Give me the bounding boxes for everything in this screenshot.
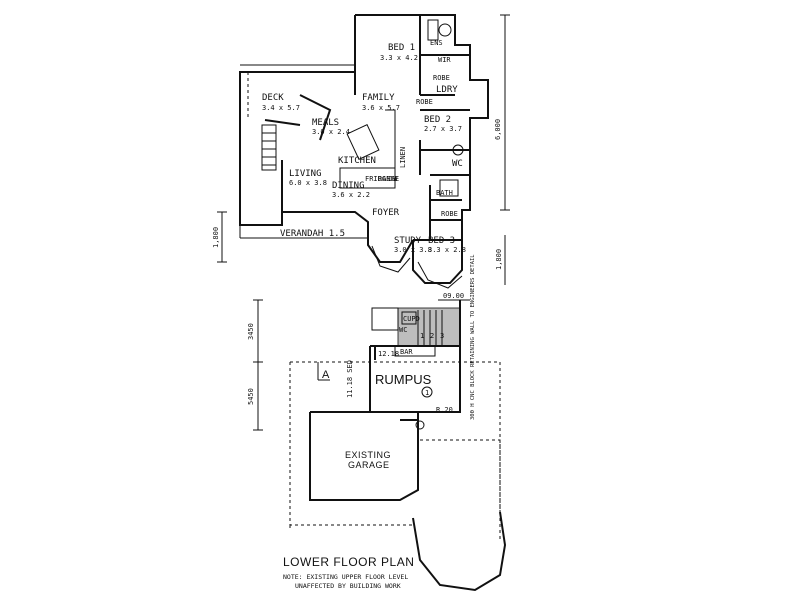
tread-label-2: 2: [430, 332, 434, 340]
room-label-bed1: BED 1: [388, 43, 415, 53]
retaining-wall-note: 300 H CNC BLOCK RETAINING WALL TO ENGINE…: [470, 254, 476, 420]
room-label-robe1: ROBE: [433, 74, 450, 82]
tread-label-3: 3: [440, 332, 444, 340]
dim-lower-top: 09.00: [443, 292, 464, 300]
lower-dim-left: [253, 299, 263, 431]
lower-floor-plan: CUPD RUMPUS 1 BAR EXISTING GARAGE A WC R…: [247, 254, 507, 592]
lower-stair-core: [397, 307, 461, 347]
room-label-bath: BATH: [436, 189, 453, 197]
lower-entry-stairs: [371, 307, 399, 331]
room-label-bar: BAR: [400, 348, 413, 356]
upper-floor-outline-dashed: [289, 361, 501, 540]
lower-stair-treads: [417, 310, 443, 346]
appliance-fridge: FRIDGE: [365, 175, 390, 183]
tread-label-1: 1: [420, 332, 424, 340]
room-label-ldry: LDRY: [436, 85, 458, 95]
appliance-range: RANGE: [378, 175, 399, 183]
room-size-dining: 3.6 x 2.2: [332, 191, 370, 199]
room-label-living: LIVING: [289, 169, 322, 179]
study-bay-window: [371, 245, 411, 273]
room-size-deck: 3.4 x 5.7: [262, 104, 300, 112]
cupd-box: [401, 311, 417, 325]
label-r120: R.20: [436, 406, 453, 414]
room-size-study: 3.0 x 3.8: [394, 246, 432, 254]
ens-toilet: [427, 19, 439, 41]
kitchen-island: [346, 123, 380, 161]
dim-upper-left: 1,800: [212, 227, 220, 248]
bar-counter: [394, 345, 436, 357]
upper-dim-right: [500, 14, 510, 211]
bath-tub: [439, 179, 459, 197]
rumpus-tag-circle: [421, 386, 433, 398]
kitchen-bench: [339, 109, 396, 189]
upper-interior-walls: [264, 15, 470, 241]
dim-upper-lower-right: 1,800: [495, 249, 503, 270]
room-label-study: STUDY: [394, 236, 422, 246]
room-size-bed1: 3.3 x 4.2: [380, 54, 418, 62]
section-marker-label: A: [322, 369, 330, 381]
dim-vertical-a: 11.18 SED: [346, 360, 354, 398]
dim-lower-mid-left: 5450: [247, 388, 255, 405]
room-label-wir: WIR: [438, 56, 451, 64]
wc-pan: [452, 144, 464, 156]
lower-bay-window: [412, 511, 507, 592]
upper-dim-left: [217, 211, 227, 263]
upper-stairs: [261, 124, 277, 171]
section-marker: [317, 362, 330, 381]
room-label-bed2: BED 2: [424, 115, 451, 125]
plan-note-line2: UNAFFECTED BY BUILDING WORK: [295, 582, 401, 590]
garage-label-line1: EXISTING: [345, 450, 391, 460]
dim-lower-top-left: 3450: [247, 323, 255, 340]
bed3-bay-window: [417, 261, 463, 289]
dim-upper-right: 6,000: [494, 119, 502, 140]
room-label-bed3: BED 3: [428, 236, 455, 246]
garage-walls: [309, 411, 419, 501]
upper-floor-plan: BED 1 3.3 x 4.2 ENS WIR ROBE LDRY ROBE D…: [212, 14, 510, 289]
room-size-bed2: 2.7 x 3.7: [424, 125, 462, 133]
appliance-dw: DW: [389, 175, 398, 183]
room-size-meals: 3.0 x 2.4: [312, 128, 350, 136]
patio-dashed: [420, 439, 501, 512]
ens-basin: [438, 23, 452, 37]
room-label-family: FAMILY: [362, 93, 395, 103]
door-swing-marker: [415, 420, 425, 430]
room-label-meals: MEALS: [312, 118, 339, 128]
room-label-verandah: VERANDAH 1.5: [280, 229, 345, 239]
room-label-cupd: CUPD: [403, 315, 420, 323]
room-label-robe2: ROBE: [416, 98, 433, 106]
room-label-ens: ENS: [430, 39, 443, 47]
upper-outer-walls: [239, 14, 489, 284]
room-label-wc-lower: WC: [399, 326, 407, 334]
plan-note-line1: NOTE: EXISTING UPPER FLOOR LEVEL: [283, 573, 408, 581]
room-label-foyer: FOYER: [372, 208, 400, 218]
room-size-family: 3.6 x 5.7: [362, 104, 400, 112]
room-label-deck: DECK: [262, 93, 284, 103]
room-label-dining: DINING: [332, 181, 365, 191]
room-size-bed3: 3.3 x 2.8: [428, 246, 466, 254]
room-label-rumpus: RUMPUS: [375, 372, 432, 387]
room-label-robe3: ROBE: [441, 210, 458, 218]
garage-label-line2: GARAGE: [348, 460, 390, 470]
plan-title: LOWER FLOOR PLAN: [283, 555, 414, 569]
room-size-living: 6.0 x 3.8: [289, 179, 327, 187]
rumpus-tag: 1: [425, 389, 429, 397]
room-label-wc: WC: [452, 159, 463, 169]
dim-stair-width: 12.18: [378, 350, 399, 358]
verandah-outline: [239, 64, 368, 239]
room-label-kitchen: KITCHEN: [338, 156, 376, 166]
room-label-linen: LINEN: [399, 147, 407, 168]
